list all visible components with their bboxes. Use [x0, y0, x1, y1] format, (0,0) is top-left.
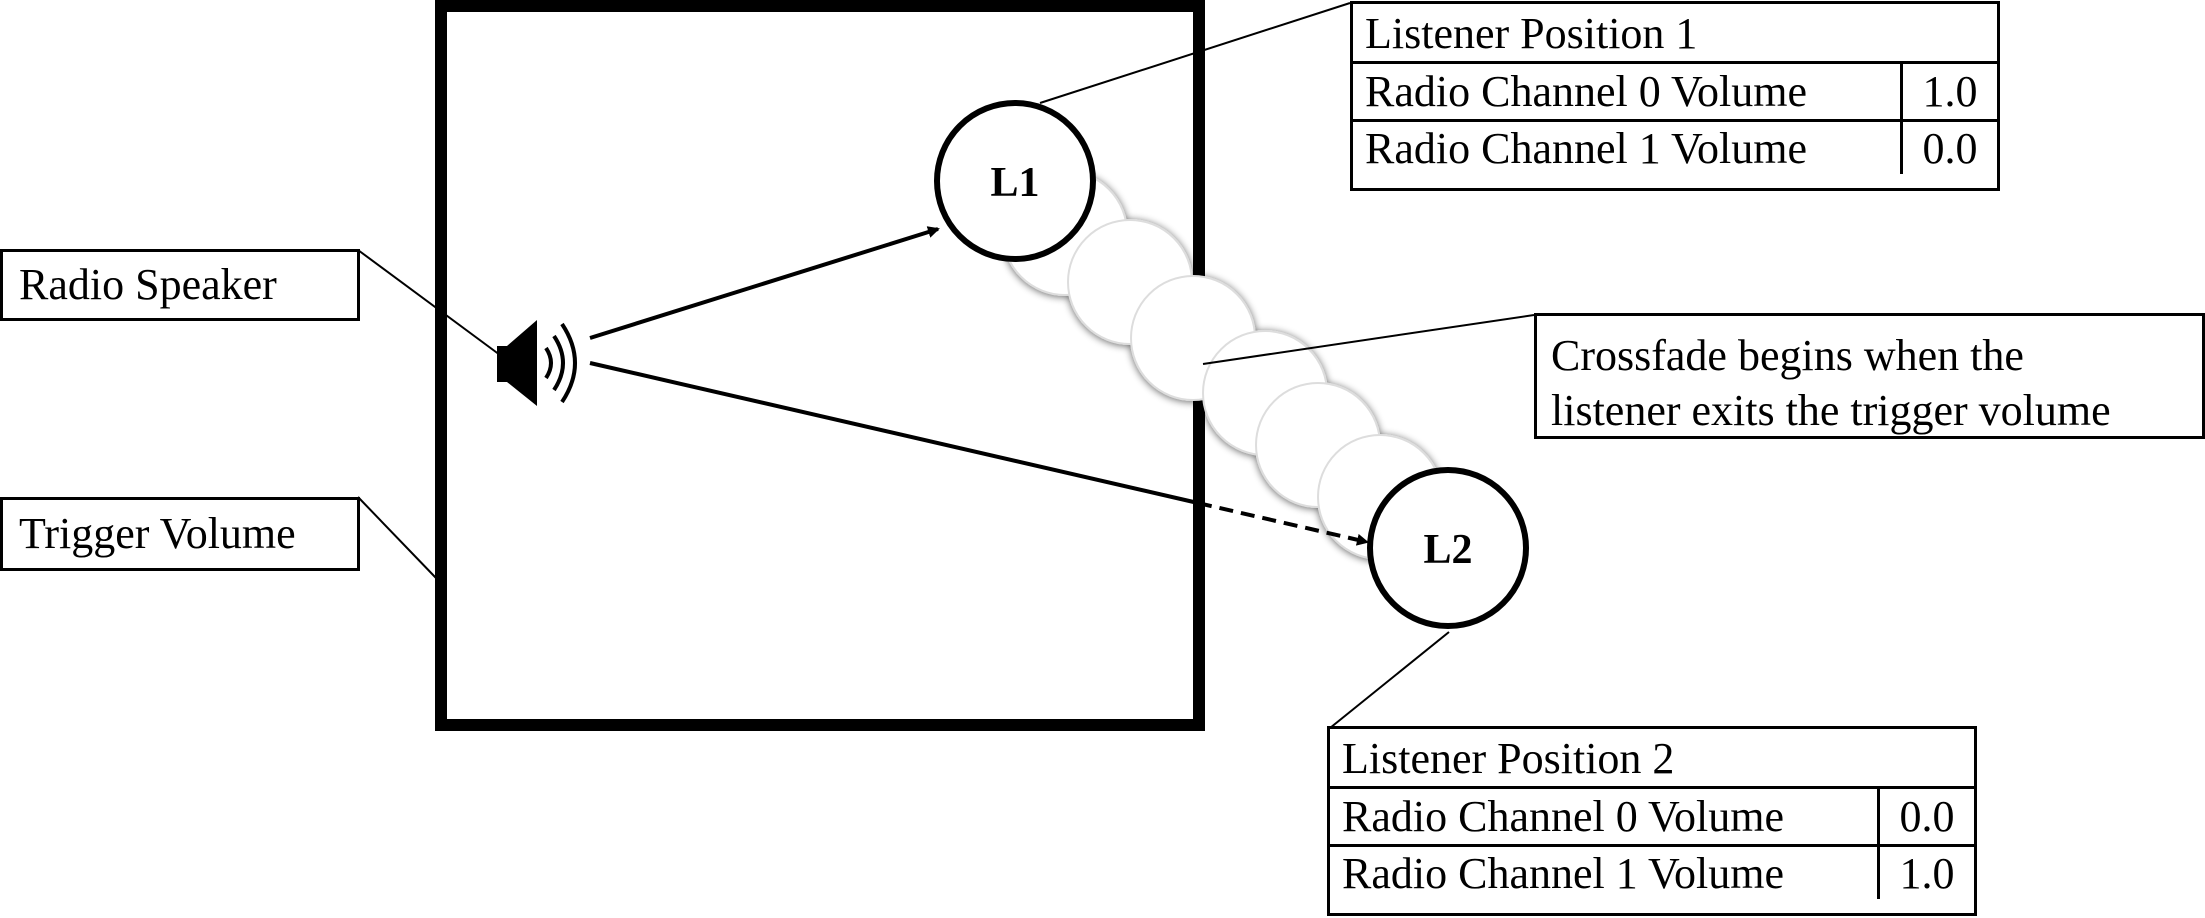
- arrow-to-l2-dashed: [1197, 501, 1369, 546]
- trigger-volume-box: [435, 0, 1205, 731]
- radio-speaker-text: Radio Speaker: [19, 260, 277, 309]
- listener-l2-label: L2: [1423, 527, 1472, 573]
- trigger-volume-label: Trigger Volume: [0, 497, 360, 571]
- arrow-to-l2-solid: [589, 361, 1199, 505]
- position2-row1-value: 1.0: [1899, 848, 1955, 898]
- table-row: Radio Channel 1 Volume 0.0: [1353, 119, 1997, 174]
- listener-position-1-table: Listener Position 1 Radio Channel 0 Volu…: [1350, 1, 2000, 191]
- position1-row0-value: 1.0: [1922, 67, 1978, 116]
- crossfade-leader: [1202, 314, 1535, 365]
- listener-trail: [1002, 170, 1443, 560]
- position1-leader: [1039, 2, 1351, 104]
- radio-speaker-label: Radio Speaker: [0, 249, 360, 321]
- position2-row0-value: 0.0: [1899, 792, 1955, 841]
- position1-row1-name: Radio Channel 1 Volume: [1353, 122, 1903, 174]
- position1-row1-value: 0.0: [1922, 123, 1978, 173]
- position2-row1-name: Radio Channel 1 Volume: [1330, 847, 1880, 899]
- crossfade-note: Crossfade begins when the listener exits…: [1534, 313, 2205, 439]
- table-row: Radio Channel 1 Volume 1.0: [1330, 844, 1974, 899]
- position2-row0-name: Radio Channel 0 Volume: [1330, 789, 1880, 844]
- radio-speaker-leader: [357, 249, 501, 356]
- arrow-to-l1: [589, 226, 940, 340]
- listener-l1-circle: [934, 100, 1096, 262]
- speaker-icon: [497, 320, 577, 406]
- trigger-volume-text: Trigger Volume: [19, 509, 296, 558]
- crossfade-note-line1: Crossfade begins when the: [1551, 331, 2024, 380]
- listener-l2-circle: [1367, 467, 1529, 629]
- table-row: Radio Channel 0 Volume 0.0: [1330, 789, 1974, 844]
- trigger-volume-leader: [357, 496, 437, 579]
- position2-leader: [1329, 631, 1450, 729]
- listener-l1-label: L1: [990, 160, 1039, 206]
- position2-title: Listener Position 2: [1330, 729, 1974, 789]
- listener-position-2-table: Listener Position 2 Radio Channel 0 Volu…: [1327, 726, 1977, 916]
- position1-title: Listener Position 1: [1353, 4, 1997, 64]
- table-row: Radio Channel 0 Volume 1.0: [1353, 64, 1997, 119]
- position1-row0-name: Radio Channel 0 Volume: [1353, 64, 1903, 119]
- crossfade-note-line2: listener exits the trigger volume: [1551, 386, 2111, 435]
